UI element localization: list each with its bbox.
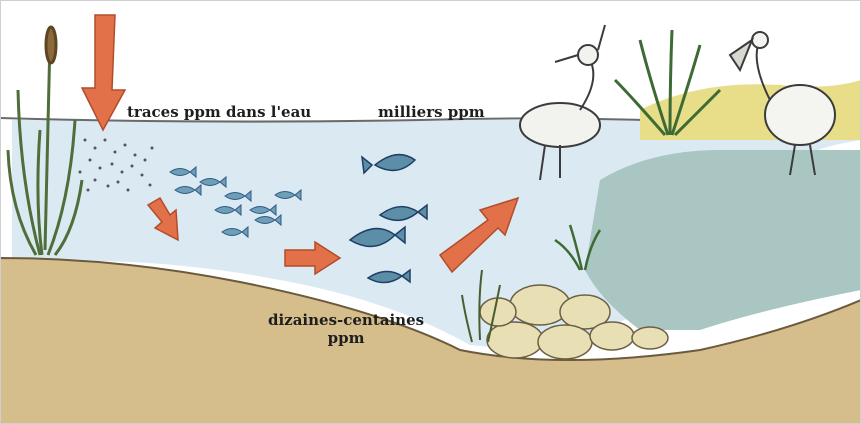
label-water-traces: traces ppm dans l'eau — [127, 103, 311, 121]
label-fish-level-line1: dizaines-centaines — [268, 311, 424, 329]
label-bird-level: milliers ppm — [378, 103, 485, 121]
label-fish-level: dizaines-centaines ppm — [268, 311, 424, 347]
label-fish-level-line2: ppm — [268, 329, 424, 347]
